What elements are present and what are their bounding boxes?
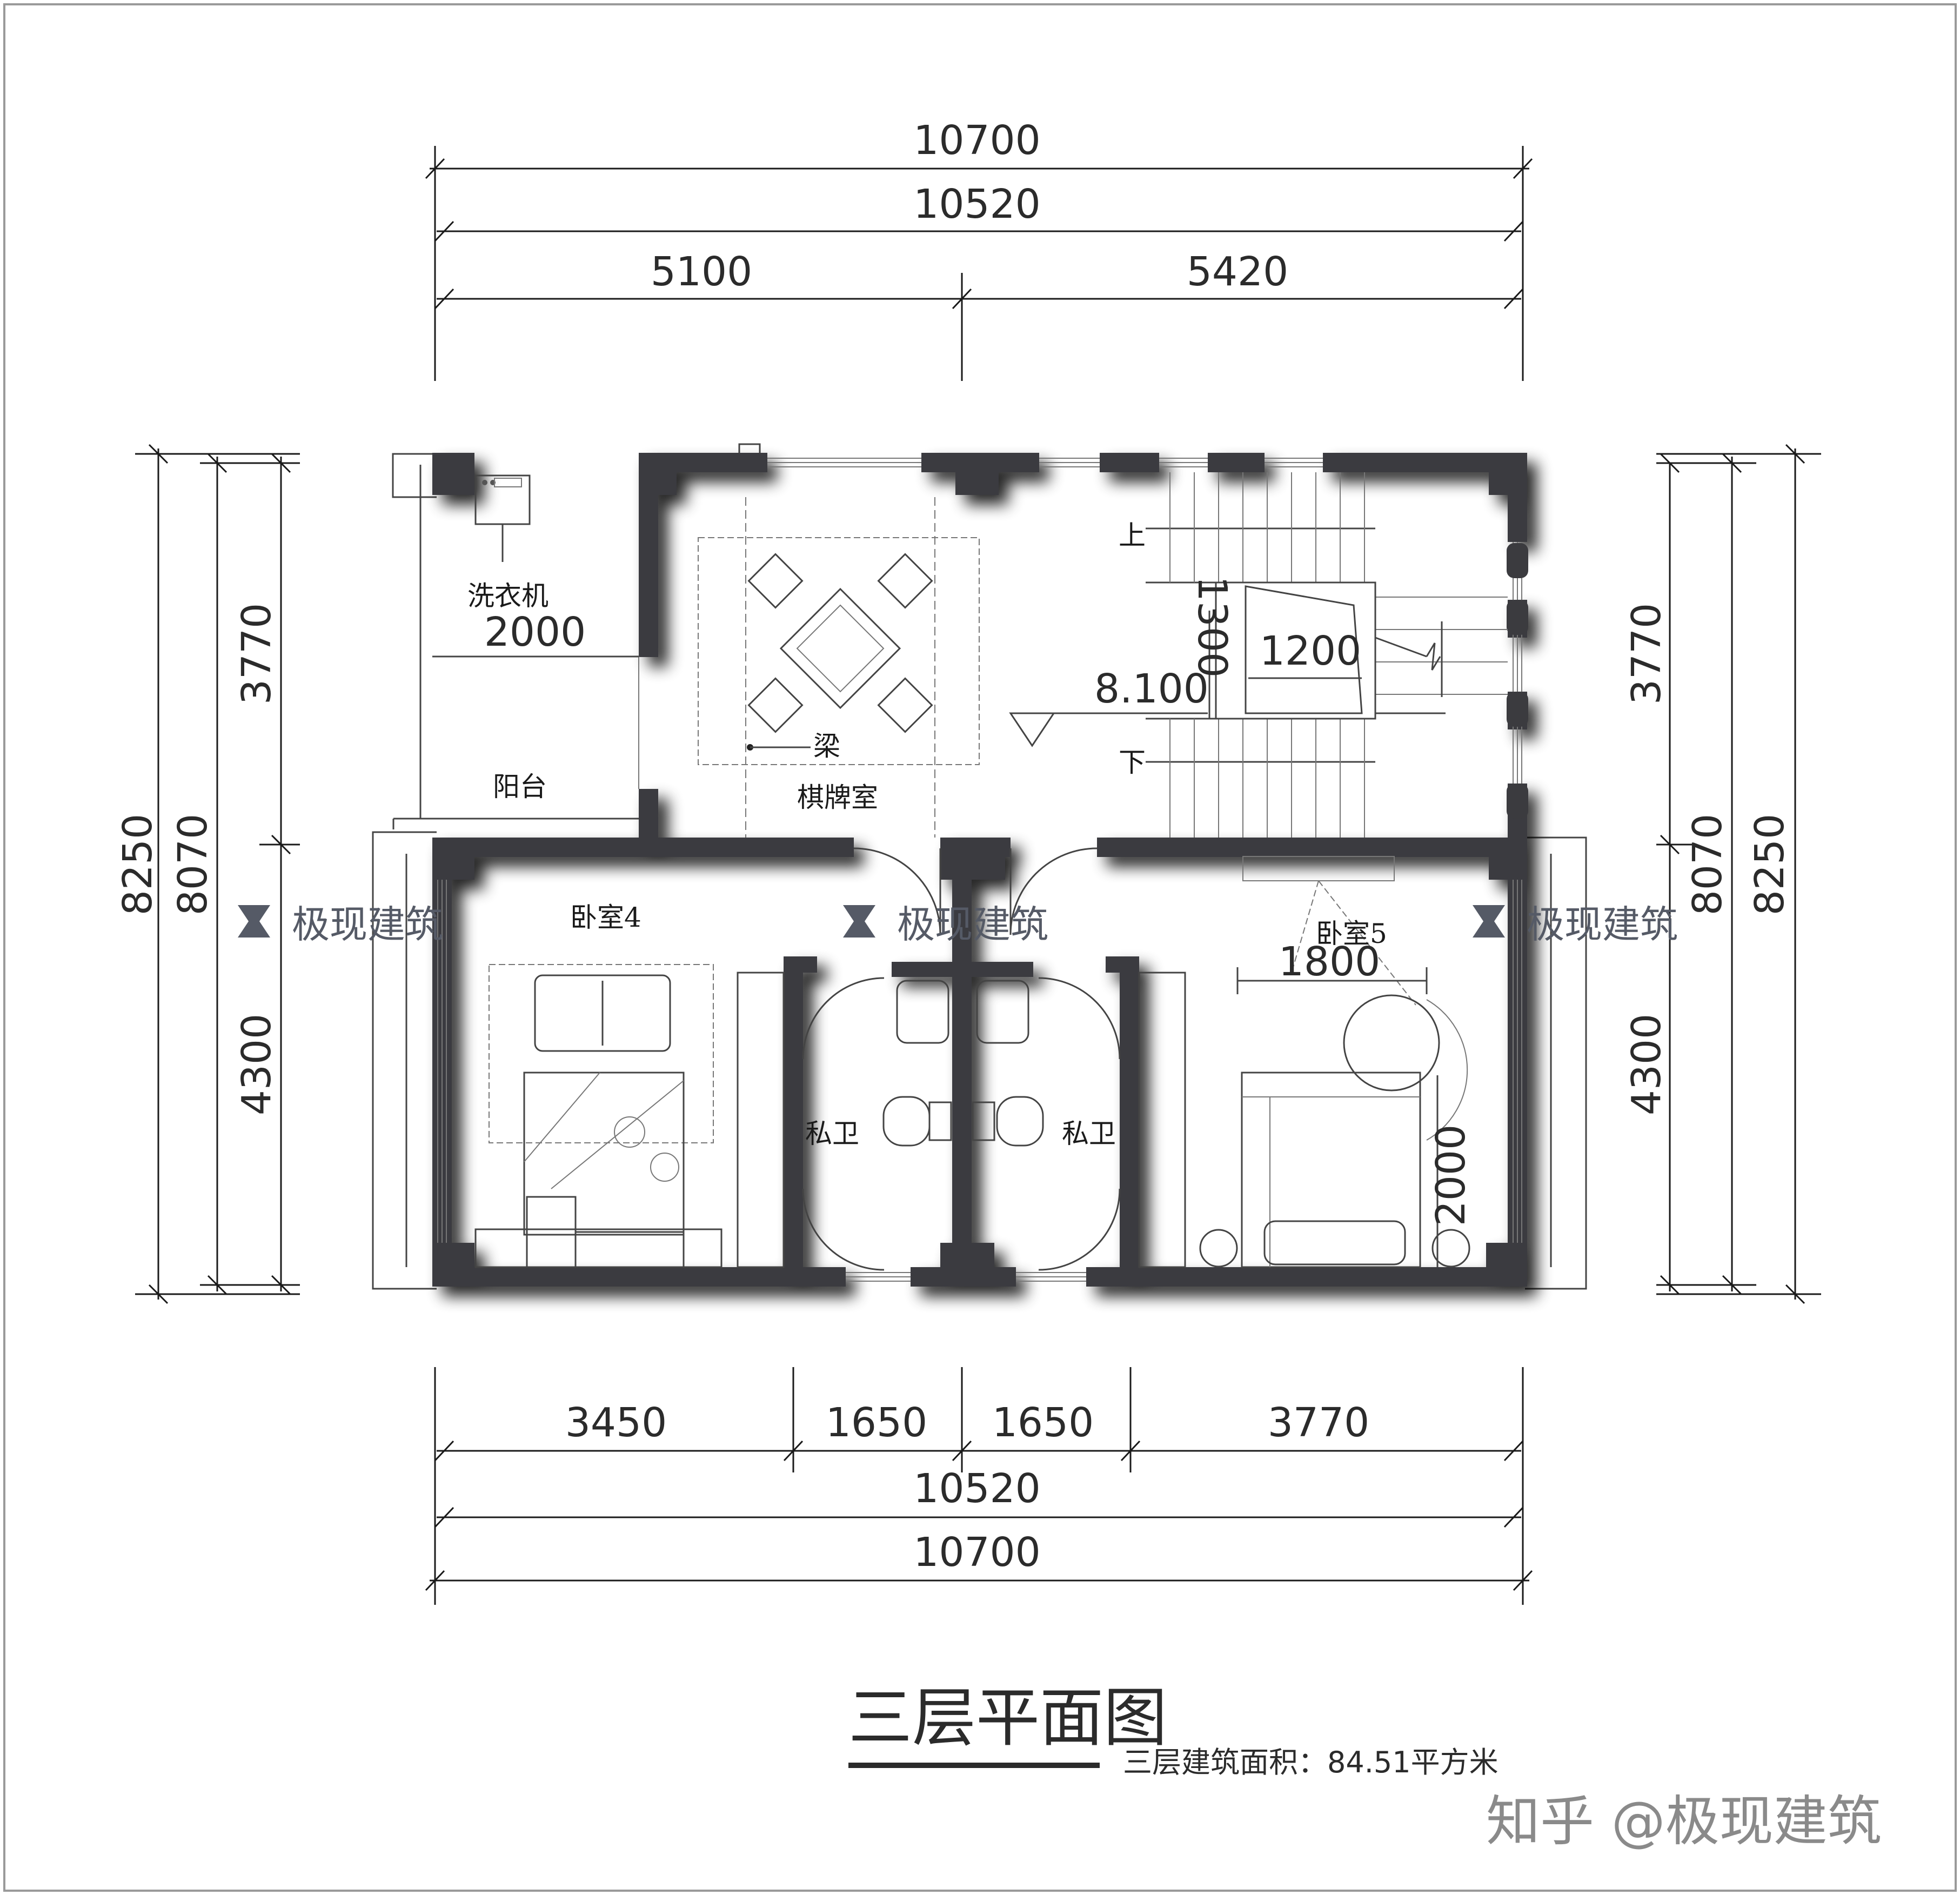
dim-left-inner: 8070 <box>170 814 216 915</box>
toilet-icon <box>996 1096 1044 1147</box>
area-note: 三层建筑面积：84.51平方米 <box>1123 1745 1499 1779</box>
dim-right-lower: 4300 <box>1623 1014 1670 1115</box>
watermarks: 极现建筑 极现建筑 极现建筑 <box>238 902 1678 947</box>
brand-logo-icon <box>238 905 270 938</box>
stair-up-label: 上 <box>1119 520 1146 551</box>
balcony-railings <box>372 443 1587 1290</box>
dim-bed5-length: 2000 <box>1428 1124 1474 1226</box>
stair-down-label: 下 <box>1119 747 1146 778</box>
stair: 上 下 1200 1300 8.100 <box>1009 472 1508 838</box>
dim-balcony-width: 2000 <box>484 609 586 655</box>
watermark-center: 极现建筑 <box>897 902 1048 947</box>
dim-bottom-1: 3450 <box>565 1400 667 1446</box>
bedroom-4: 卧室4 <box>474 902 785 1268</box>
top-dimensions: 10700 10520 5100 5420 <box>425 117 1533 381</box>
dim-bottom-2: 1650 <box>826 1400 927 1446</box>
watermark-left: 极现建筑 <box>292 902 443 947</box>
dim-right-inner: 8070 <box>1684 814 1731 915</box>
brand-logo-icon <box>843 905 875 938</box>
chess-room: 梁 棋牌室 <box>698 497 980 838</box>
toilet-icon <box>882 1096 931 1147</box>
bathrooms: 私卫 私卫 <box>805 980 1116 1149</box>
bath-left-label: 私卫 <box>805 1118 859 1149</box>
watermark-right: 极现建筑 <box>1527 902 1678 947</box>
chair-icon <box>747 553 804 609</box>
dim-right-upper: 3770 <box>1623 603 1670 705</box>
windows <box>437 458 1528 1282</box>
dim-right-outer: 8250 <box>1747 814 1793 915</box>
bedroom4-label: 卧室4 <box>570 902 641 933</box>
dim-bottom-4: 3770 <box>1268 1400 1369 1446</box>
bed-icon <box>1241 1072 1421 1268</box>
dim-stair-landing: 1200 <box>1260 628 1361 674</box>
left-dimensions: 8250 8070 3770 4300 <box>115 444 300 1304</box>
chair-icon <box>747 677 804 733</box>
dim-bed5-width: 1800 <box>1279 939 1380 985</box>
brand-logo-icon <box>1473 905 1505 938</box>
balcony-area: 洗衣机 2000 阳台 <box>432 474 639 802</box>
chair-icon <box>877 677 933 733</box>
dim-left-lower: 4300 <box>233 1014 280 1115</box>
round-table-icon <box>1343 994 1440 1092</box>
bath-right-label: 私卫 <box>1062 1118 1116 1149</box>
dim-top-left: 5100 <box>651 249 752 295</box>
dim-left-outer: 8250 <box>115 814 161 915</box>
bedroom5-label: 卧室5 <box>1316 918 1387 949</box>
mahjong-table-icon <box>779 587 901 709</box>
dim-top-total-outer: 10700 <box>913 117 1040 164</box>
walls <box>432 453 1527 1287</box>
page-border <box>3 3 1957 1892</box>
dim-top-total-inner: 10520 <box>913 181 1040 227</box>
balcony-label: 阳台 <box>493 771 547 802</box>
dim-bottom-3: 1650 <box>992 1400 1094 1446</box>
doors <box>638 657 1121 1271</box>
sofa-icon <box>534 974 671 1052</box>
chair-icon <box>877 553 933 609</box>
dim-bottom-total-inner: 10520 <box>913 1465 1040 1512</box>
title-block: 三层平面图 三层建筑面积：84.51平方米 知乎 @极现建筑 <box>848 1680 1882 1853</box>
bottom-dimensions: 3450 1650 1650 3770 10520 10700 <box>425 1367 1533 1605</box>
beam-label: 梁 <box>813 731 840 762</box>
bedroom-5: 1800 2000 卧室5 <box>1138 856 1474 1268</box>
plan-title: 三层平面图 <box>848 1680 1167 1755</box>
washer-label: 洗衣机 <box>467 580 548 612</box>
elevation-mark: 8.100 <box>1094 666 1209 712</box>
chess-room-label: 棋牌室 <box>797 782 878 813</box>
dim-top-right: 5420 <box>1187 249 1288 295</box>
sink-icon <box>896 980 949 1044</box>
bed-icon <box>523 1072 685 1236</box>
title-underline <box>848 1763 1100 1768</box>
right-dimensions: 3770 4300 8070 8250 <box>1623 444 1821 1304</box>
sink-icon <box>976 980 1029 1044</box>
credit-text: 知乎 @极现建筑 <box>1486 1790 1882 1853</box>
dim-bottom-total-outer: 10700 <box>913 1529 1040 1576</box>
dim-stair-side: 1300 <box>1189 576 1235 678</box>
dim-left-upper: 3770 <box>233 603 280 705</box>
